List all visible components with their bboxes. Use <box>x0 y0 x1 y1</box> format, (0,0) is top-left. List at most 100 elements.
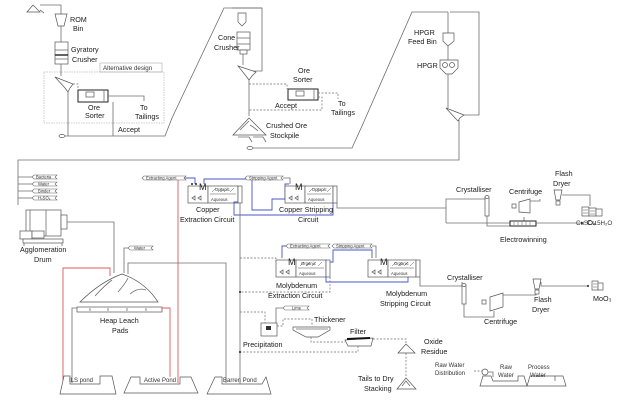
svg-text:Organic: Organic <box>312 187 327 192</box>
hpgr-feed-bin-label-2: Feed Bin <box>408 37 437 46</box>
svg-text:Aqueous: Aqueous <box>211 197 228 202</box>
svg-text:Extracting Agent: Extracting Agent <box>290 243 321 248</box>
centrifuge-to-dryer <box>530 199 541 202</box>
mo-stripping-label-2: Stripping Circuit <box>380 299 431 308</box>
rom-stockpile-icon <box>26 4 45 14</box>
ils-pond-icon <box>59 375 117 395</box>
hpgr-feed-bin-label-1: HPGR <box>414 28 435 37</box>
moo3-product-icon <box>591 280 604 291</box>
copper-stripping-label-1: Copper Stripping <box>279 205 333 214</box>
cu-centrifuge-icon <box>511 198 531 214</box>
stripped-organic-line <box>233 201 334 216</box>
rom-bin-icon <box>54 13 68 27</box>
raw-water-distribution-label-2: Distribution <box>435 371 465 377</box>
raffinate-to-mo-line <box>240 257 277 262</box>
svg-text:Aqueous: Aqueous <box>391 271 408 276</box>
ils-pond-label: ILS pond <box>69 378 93 384</box>
agglomeration-drum-icon <box>19 209 68 246</box>
mo-crystalliser-label: Crystalliser <box>447 273 483 282</box>
heap-to-ils-line <box>71 307 77 383</box>
tails-stacking-icon <box>396 377 417 390</box>
pls-to-extraction-line <box>177 177 190 383</box>
mo-dryer-to-product <box>540 282 588 287</box>
raw-water-label-2: Water <box>498 373 514 379</box>
conveyor-to-agglomeration <box>17 120 460 205</box>
lime-tag: Lime <box>282 305 310 311</box>
rom-bin-label-1: ROM <box>70 15 87 24</box>
ore-sorter-2-feed-line <box>249 83 288 89</box>
raw-water-distribution-label-1: Raw Water <box>435 363 464 369</box>
alternative-design-box <box>99 62 163 73</box>
input-tag-bacteria: Bacteria <box>31 175 58 180</box>
hpgr-label: HPGR <box>417 61 438 70</box>
svg-text:Aqueous: Aqueous <box>308 197 325 202</box>
raw-water-tank-icon <box>479 375 528 387</box>
mo-extraction-label-2: Extraction Circuit <box>268 291 322 300</box>
process-water-label-1: Process <box>528 365 550 371</box>
oxide-residue-label-1: Oxide <box>424 337 443 346</box>
mo-extraction-mixer-settler: M Organic Aqueous <box>275 257 331 278</box>
tails-label-1: Tails to Dry <box>358 374 394 383</box>
gyratory-crusher-label-2: Crusher <box>72 55 98 64</box>
filter-label: Filter <box>350 327 367 336</box>
raw-water-pump-icon <box>481 368 489 376</box>
screen-1-icon <box>54 76 74 93</box>
conveyor-to-hpgr <box>248 11 448 149</box>
raw-water-label-1: Raw <box>500 365 513 371</box>
cone-crusher-recycle-line <box>232 7 263 72</box>
cuso4-product-icon <box>581 206 603 217</box>
cu-flash-dryer-label-2: Dryer <box>553 179 571 188</box>
mo-flash-dryer-label-1: Flash <box>534 295 552 304</box>
gyratory-crusher-icon <box>54 41 69 65</box>
svg-text:Organic: Organic <box>301 261 316 266</box>
active-pond-icon <box>123 376 199 394</box>
hpgr-icon <box>439 59 459 75</box>
filter-icon <box>344 337 374 347</box>
mo-extracting-agent-tag: Extracting Agent <box>285 243 331 248</box>
mo-stripping-label-1: Molybdenum <box>386 289 427 298</box>
process-water-tank-icon <box>526 375 567 387</box>
svg-text:M: M <box>295 182 303 192</box>
input-tag-heap-water: Water <box>127 246 154 251</box>
mo-flash-dryer-icon <box>532 278 542 295</box>
mo-centrifuge-icon <box>481 292 504 312</box>
agglomeration-drum-label-1: Agglomeration <box>20 245 66 254</box>
tails-label-2: Stacking <box>364 384 392 393</box>
to-crystalliser-line <box>445 198 485 208</box>
svg-text:M: M <box>380 257 388 267</box>
svg-text:Extracting Agent: Extracting Agent <box>146 175 177 180</box>
filtrate-return <box>240 346 359 353</box>
electrowinning-cell-icon <box>509 220 537 227</box>
dryer-to-product <box>562 194 591 206</box>
to-precipitation-line <box>240 311 266 325</box>
svg-text:Binder: Binder <box>38 189 51 194</box>
cu-flash-dryer-icon <box>553 189 563 206</box>
copper-extraction-label-2: Extraction Circuit <box>180 215 234 224</box>
heap-leach-pads-label-1: Heap Leach <box>100 316 139 325</box>
moo3-product-label: MoO₃ <box>593 294 612 303</box>
crushed-ore-stockpile-icon <box>232 117 267 136</box>
cone-crusher-label-2: Crusher <box>214 43 240 52</box>
precipitation-tank-icon <box>260 322 278 337</box>
svg-text:Stripping Agent: Stripping Agent <box>336 243 365 248</box>
barren-to-heap-line <box>127 262 227 383</box>
ore-sorter-1-label-2: Sorter <box>85 111 105 120</box>
ore-sorter-2-label-1: Ore <box>298 66 310 75</box>
mo-loaded-organic-line <box>330 249 373 263</box>
rom-feed-line <box>40 4 62 14</box>
input-tag-water: Water <box>31 182 58 187</box>
ore-sorter-1-icon <box>77 89 109 103</box>
cu-crystalliser-icon <box>484 195 490 217</box>
drum-to-heap-line <box>67 221 115 273</box>
input-tag-binder: Binder <box>31 189 58 194</box>
process-water-label-2: Water <box>530 373 546 379</box>
ore-sorter-1-reject-line <box>108 95 145 101</box>
heap-leach-pads-label-2: Pads <box>112 326 129 335</box>
mo-stripping-mixer-settler: M Organic Aqueous <box>367 257 421 278</box>
accept-1-label: Accept <box>118 125 140 134</box>
heap-drips <box>89 308 147 311</box>
precipitation-label: Precipitation <box>243 340 283 349</box>
svg-text:Stripping Agent: Stripping Agent <box>249 175 278 180</box>
mo-crystalliser-to-centrifuge <box>463 304 495 318</box>
